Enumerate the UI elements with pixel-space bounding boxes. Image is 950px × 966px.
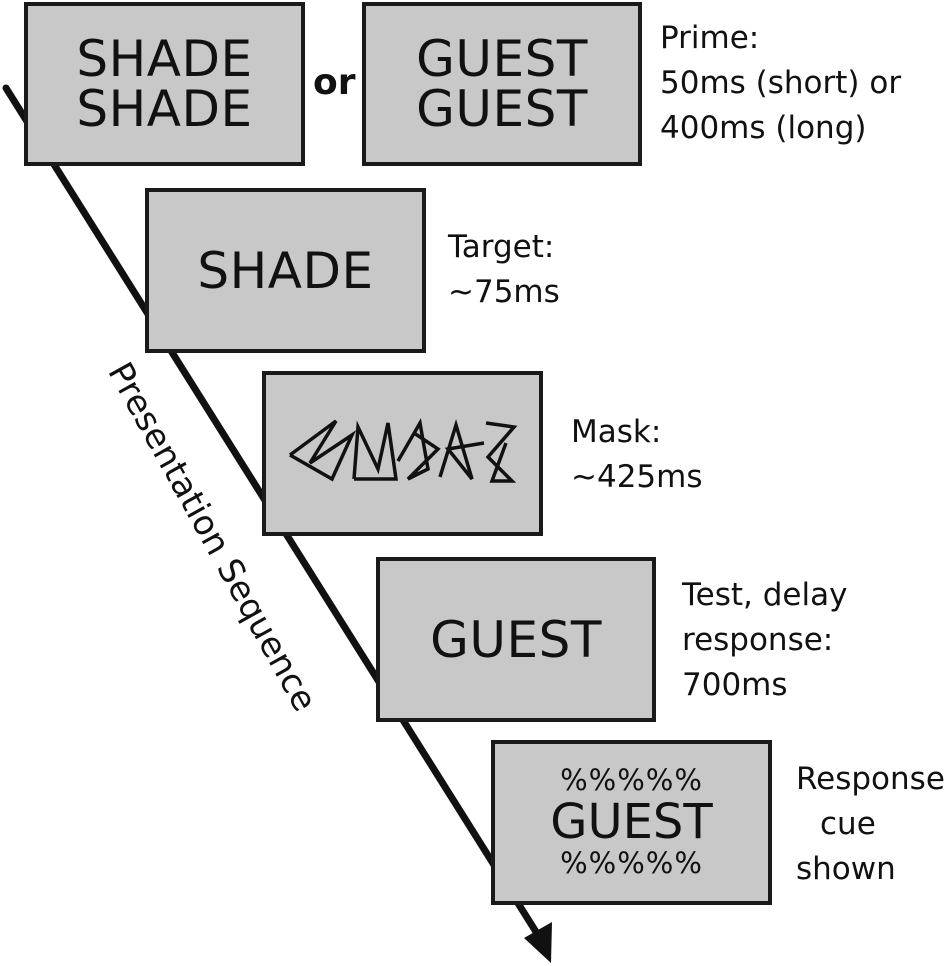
response-cue-label-line3: shown xyxy=(796,851,896,887)
response-cue-label-line2: cue xyxy=(820,806,876,842)
prime-screen-guest: GUEST GUEST xyxy=(362,2,642,166)
test-label-line1: Test, delay xyxy=(682,577,848,613)
target-label-line1: Target: xyxy=(448,229,555,265)
mask-label-line1: Mask: xyxy=(571,414,662,450)
target-label-line2: ~75ms xyxy=(448,274,560,310)
response-cue-top-mask: %%%%% xyxy=(560,763,703,798)
prime-label-line2: 50ms (short) or xyxy=(660,65,902,101)
mask-label: Mask: ~425ms xyxy=(571,410,703,500)
prime-guest-line2: GUEST xyxy=(416,80,588,138)
test-label-line3: 700ms xyxy=(682,667,788,703)
response-cue-label-line1: Response xyxy=(796,761,945,797)
prime-label-line1: Prime: xyxy=(660,20,760,56)
prime-screen-shade: SHADE SHADE xyxy=(24,2,305,166)
target-screen: SHADE xyxy=(145,188,426,353)
target-label: Target: ~75ms xyxy=(448,225,560,315)
response-cue-label: Response cue shown xyxy=(796,757,945,892)
prime-shade-line1: SHADE xyxy=(76,30,253,88)
response-cue-bottom-mask: %%%%% xyxy=(560,845,703,880)
test-label: Test, delay response: 700ms xyxy=(682,573,847,708)
response-cue-screen: %%%%% GUEST %%%%% xyxy=(491,740,772,905)
prime-label: Prime: 50ms (short) or 400ms (long) xyxy=(660,16,901,151)
prime-label-line3: 400ms (long) xyxy=(660,110,867,146)
mask-label-line2: ~425ms xyxy=(571,459,703,495)
prime-shade-line2: SHADE xyxy=(76,80,253,138)
prime-guest-line1: GUEST xyxy=(416,30,588,88)
test-word: GUEST xyxy=(430,610,602,669)
response-cue-word: GUEST xyxy=(550,794,713,851)
test-label-line2: response: xyxy=(682,622,834,658)
mask-screen xyxy=(262,371,543,536)
test-screen: GUEST xyxy=(376,557,656,722)
or-connector: or xyxy=(313,62,356,103)
mask-pattern-icon xyxy=(288,417,517,483)
target-word: SHADE xyxy=(197,241,374,300)
